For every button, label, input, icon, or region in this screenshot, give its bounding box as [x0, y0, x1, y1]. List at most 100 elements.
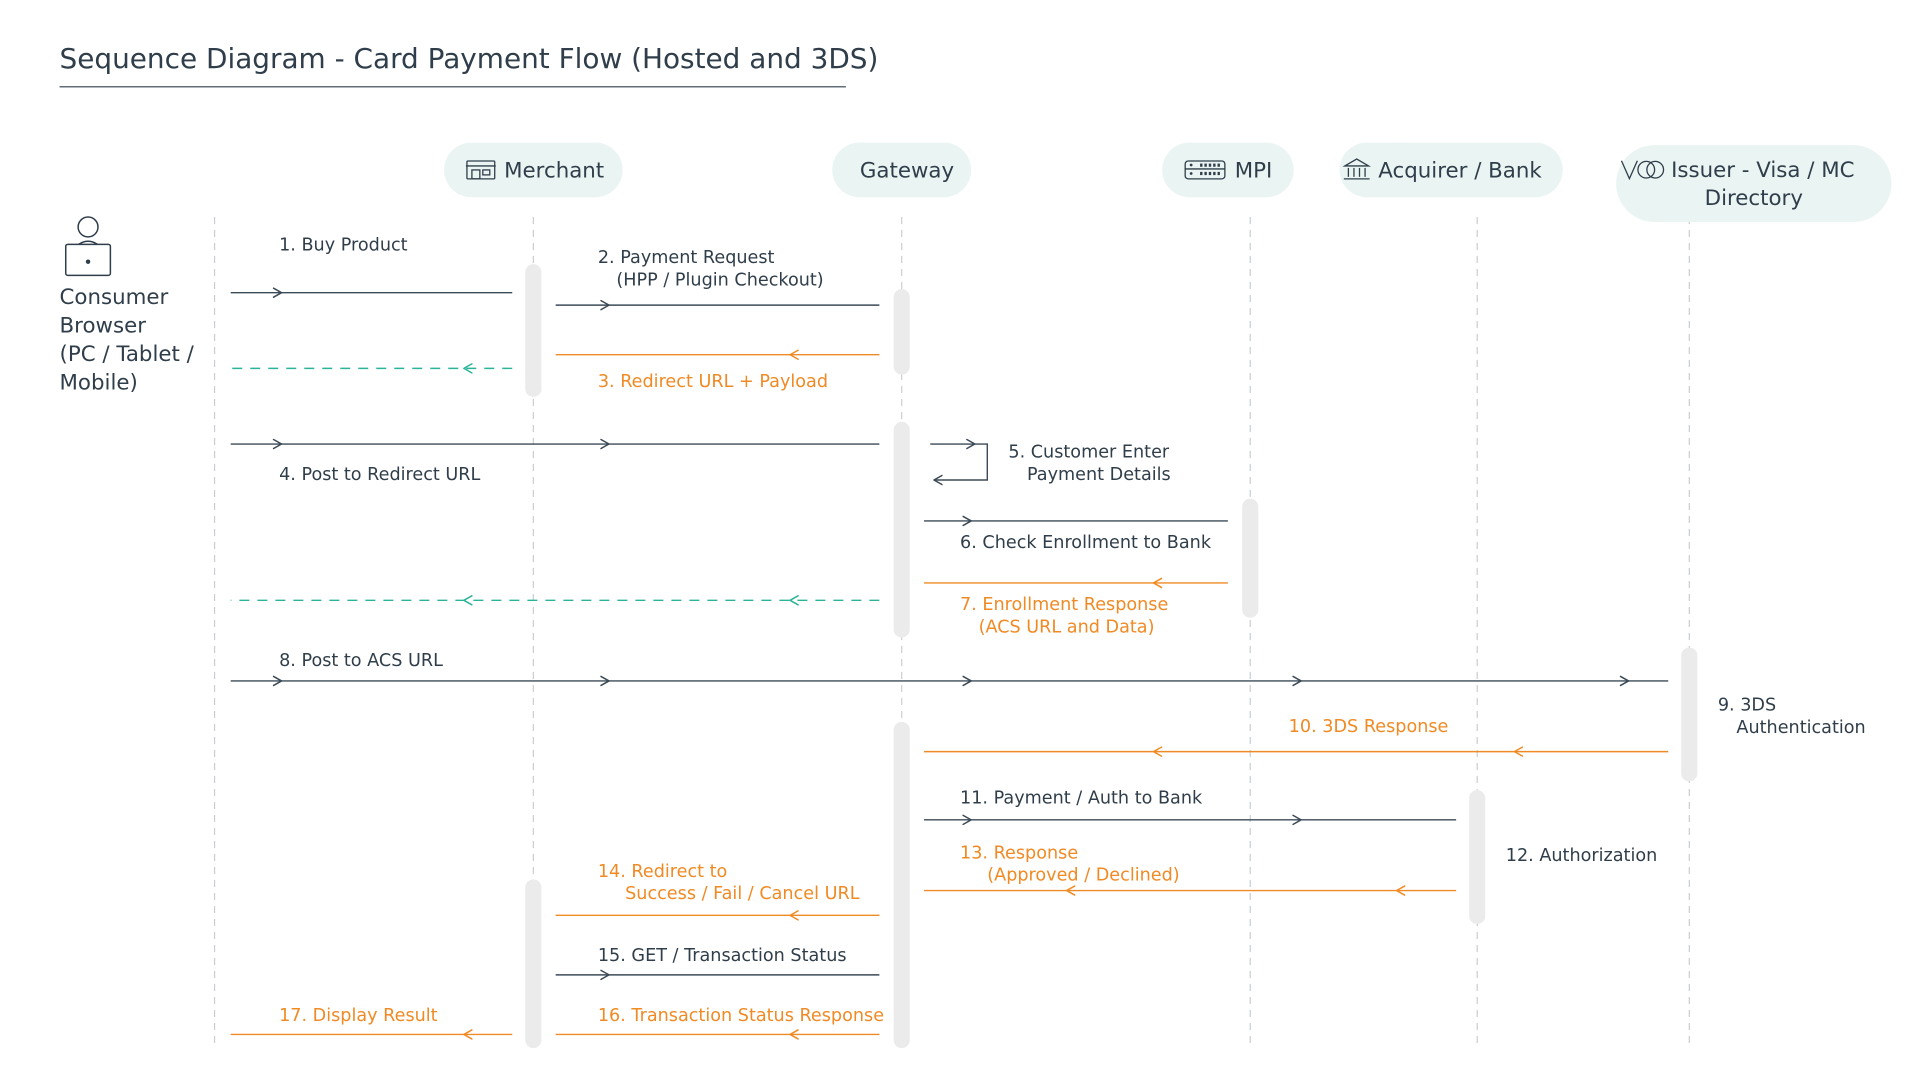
activation-bar — [1469, 790, 1486, 925]
arrow-head — [966, 438, 976, 450]
actor-label-line: Browser — [60, 313, 147, 338]
message-arrow-m5 — [930, 438, 988, 486]
arrow-head — [463, 595, 473, 606]
arrow-head — [1065, 885, 1076, 896]
bank-icon — [1342, 158, 1372, 180]
participant-header-bg — [1339, 142, 1563, 198]
message-arrow-m7b — [230, 595, 880, 606]
message-arrow-m10 — [924, 746, 1669, 757]
arrow-head — [272, 675, 283, 687]
message-label-line: Success / Fail / Cancel URL — [625, 884, 860, 904]
activation-bar — [893, 721, 910, 1049]
participant-label-line: Acquirer / Bank — [1378, 158, 1542, 183]
message-label-m1: 1. Buy Product — [279, 236, 408, 256]
arrow-head — [463, 363, 473, 374]
lifelines — [213, 217, 1690, 1049]
store-icon — [465, 160, 496, 180]
participant-label-line: Gateway — [860, 158, 954, 183]
participant-label: Gateway — [860, 158, 954, 183]
message-label-line: 9. 3DS — [1718, 696, 1776, 716]
actor-label-line: (PC / Tablet / — [60, 342, 195, 367]
message-label-line: 2. Payment Request — [598, 248, 775, 268]
message-arrow-m3b — [230, 363, 513, 374]
participant-mpi: MPI — [1162, 142, 1294, 198]
message-label-line: 11. Payment / Auth to Bank — [960, 789, 1203, 809]
message-label-line: Payment Details — [1027, 465, 1171, 485]
arrow-head — [600, 299, 610, 311]
message-label-line: 14. Redirect to — [598, 862, 728, 882]
arrow-head — [789, 1029, 799, 1040]
message-label-m11: 11. Payment / Auth to Bank — [960, 789, 1203, 809]
arrow-head — [1152, 746, 1163, 757]
message-arrow-m17 — [230, 1029, 513, 1040]
participant-header-bg — [832, 142, 972, 198]
activation-bar — [1242, 498, 1259, 618]
message-label-line: 3. Redirect URL + Payload — [598, 372, 828, 392]
arrow-head — [962, 515, 972, 527]
participant-header-bg — [1162, 142, 1294, 198]
message-arrow-m11 — [924, 814, 1457, 826]
activation-bar — [893, 421, 910, 638]
arrow-head — [272, 438, 283, 450]
message-label-line: Authentication — [1736, 718, 1865, 738]
participant-label-line: Directory — [1705, 186, 1803, 211]
arrow-head — [272, 287, 283, 298]
message-label-line: 16. Transaction Status Response — [598, 1006, 884, 1026]
arrow-line — [930, 443, 988, 481]
visa-mastercard-icon — [1620, 160, 1665, 181]
activation-bar — [1681, 647, 1698, 782]
activation-bars — [525, 264, 1698, 1049]
message-label-line: 1. Buy Product — [279, 236, 408, 256]
message-arrow-m3 — [555, 349, 880, 360]
message-label-m15: 15. GET / Transaction Status — [598, 946, 847, 966]
message-label-line: 6. Check Enrollment to Bank — [960, 533, 1212, 553]
arrow-head — [1152, 577, 1163, 589]
message-label-m13: 13. Response(Approved / Declined) — [960, 843, 1180, 885]
message-label-line: 8. Post to ACS URL — [279, 651, 443, 671]
arrow-head — [789, 910, 799, 921]
message-label-line: 4. Post to Redirect URL — [279, 465, 480, 485]
message-label-line: (ACS URL and Data) — [979, 618, 1155, 638]
arrow-head — [962, 675, 972, 687]
arrow-head — [600, 969, 610, 981]
arrow-head — [1395, 885, 1406, 896]
participant-merchant: Merchant — [444, 142, 623, 198]
page-title: Sequence Diagram - Card Payment Flow (Ho… — [60, 42, 879, 75]
message-label-m12: 12. Authorization — [1506, 846, 1658, 866]
message-label-line: 10. 3DS Response — [1289, 717, 1449, 737]
arrow-head — [1619, 675, 1630, 687]
message-arrow-m13 — [924, 885, 1457, 896]
labels: Sequence Diagram - Card Payment Flow (Ho… — [59, 42, 1866, 1026]
server-rack-icon — [1184, 160, 1226, 180]
participant-headers: Merchant Gateway MPI Acquirer / Bank Issuer … — [60, 142, 1892, 396]
actor-label-line: Mobile) — [60, 370, 138, 395]
user-laptop-icon — [64, 216, 112, 277]
arrow-head — [962, 814, 972, 826]
message-arrow-m6 — [924, 515, 1228, 527]
message-label-m3: 3. Redirect URL + Payload — [598, 372, 828, 392]
message-label-m16: 16. Transaction Status Response — [598, 1006, 884, 1026]
arrow-head — [600, 675, 610, 687]
participant-header-bg — [1616, 145, 1892, 223]
message-label-m10: 10. 3DS Response — [1289, 717, 1449, 737]
message-label-line: 13. Response — [960, 843, 1078, 863]
message-arrow-m8 — [230, 675, 1669, 687]
arrow-head — [933, 474, 943, 486]
participant-label-line: MPI — [1235, 158, 1273, 183]
activation-bar — [525, 879, 542, 1049]
participant-label: MPI — [1235, 158, 1273, 183]
arrow-head — [1292, 675, 1302, 687]
message-arrow-m16 — [555, 1029, 880, 1040]
message-label-line: 17. Display Result — [279, 1006, 438, 1026]
message-label-line: 15. GET / Transaction Status — [598, 946, 847, 966]
message-label-m8: 8. Post to ACS URL — [279, 651, 443, 671]
participant-label: Merchant — [504, 158, 604, 183]
